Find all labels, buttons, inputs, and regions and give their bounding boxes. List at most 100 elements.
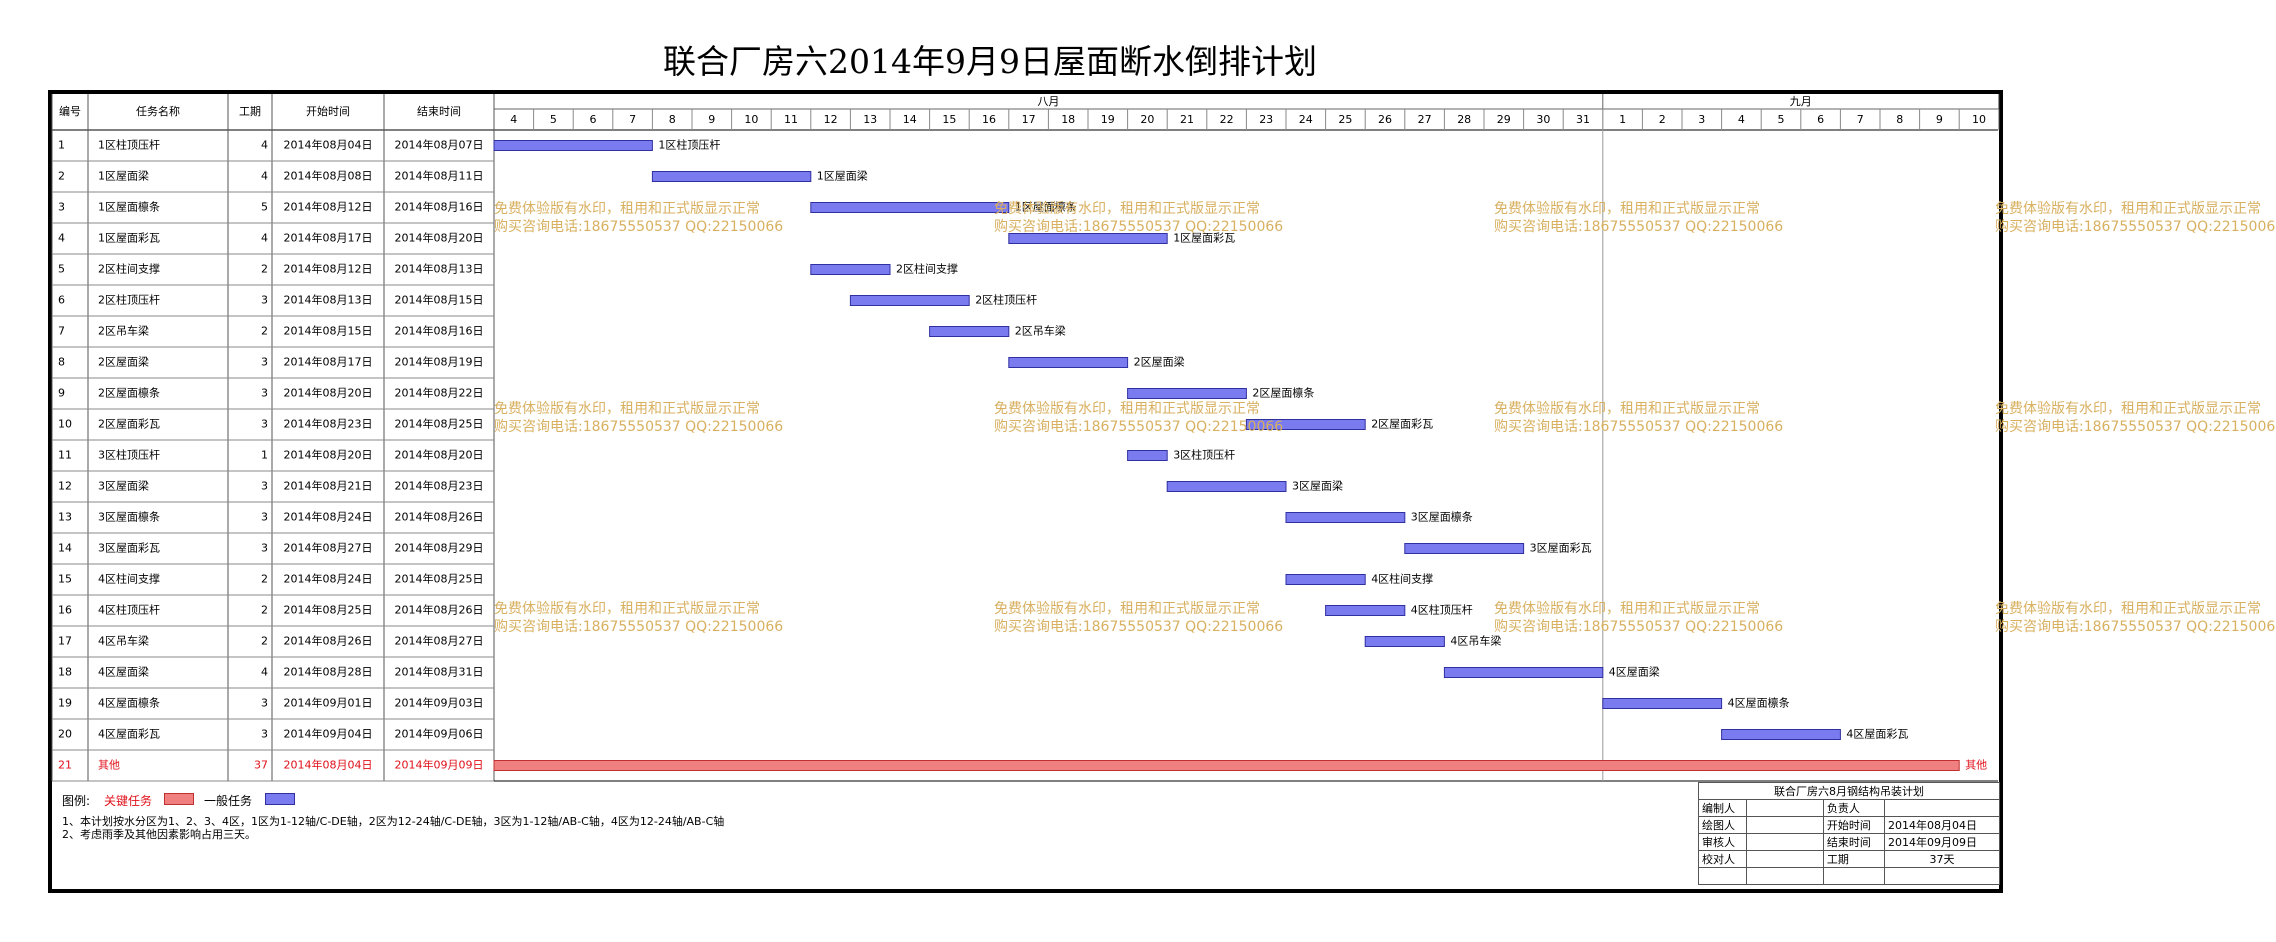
chart-frame bbox=[48, 90, 2003, 893]
bar-label: 2区柱顶压杆 bbox=[975, 293, 1037, 307]
gantt-bar bbox=[1127, 450, 1168, 461]
task-start: 2014年08月04日 bbox=[284, 758, 373, 772]
task-duration: 3 bbox=[261, 728, 268, 741]
bar-label: 4区屋面梁 bbox=[1609, 665, 1660, 679]
legend-label: 图例: bbox=[62, 794, 91, 808]
sig-cell: 编制人 bbox=[1698, 799, 1747, 817]
task-id: 6 bbox=[58, 294, 65, 307]
day-tick-label: 8 bbox=[1896, 113, 1903, 126]
day-tick-label: 2 bbox=[1659, 113, 1666, 126]
gantt-bar bbox=[1285, 512, 1406, 523]
task-id: 11 bbox=[58, 449, 72, 462]
task-start: 2014年08月24日 bbox=[284, 572, 373, 586]
task-end: 2014年08月27日 bbox=[395, 634, 484, 648]
bar-label: 4区屋面彩瓦 bbox=[1846, 728, 1908, 741]
gantt-bar bbox=[1008, 233, 1168, 244]
task-id: 2 bbox=[58, 170, 65, 183]
task-duration: 37 bbox=[254, 759, 268, 772]
column-header: 任务名称 bbox=[136, 104, 180, 118]
task-duration: 4 bbox=[261, 139, 268, 152]
notes: 1、本计划按水分区为1、2、3、4区，1区为1-12轴/C-DE轴，2区为12-… bbox=[62, 815, 724, 841]
sig-cell: 负责人 bbox=[1822, 799, 1885, 817]
task-name: 2区吊车梁 bbox=[98, 324, 149, 338]
task-name: 4区柱间支撑 bbox=[98, 572, 160, 586]
month-label: 九月 bbox=[1790, 95, 1812, 108]
day-tick-label: 1 bbox=[1619, 113, 1626, 126]
task-start: 2014年08月21日 bbox=[284, 479, 373, 493]
day-tick-label: 18 bbox=[1061, 113, 1075, 126]
task-duration: 2 bbox=[261, 573, 268, 586]
watermark-text: 免费体验版有水印，租用和正式版显示正常购买咨询电话:18675550537 QQ… bbox=[994, 201, 1284, 235]
bar-label: 4区柱顶压杆 bbox=[1411, 603, 1473, 617]
task-start: 2014年08月26日 bbox=[284, 634, 373, 648]
bar-label: 其他 bbox=[1965, 759, 1987, 772]
task-end: 2014年08月07日 bbox=[395, 138, 484, 152]
gantt-bar bbox=[810, 202, 1010, 213]
task-end: 2014年08月20日 bbox=[395, 448, 484, 462]
gantt-bar bbox=[849, 295, 970, 306]
task-name: 4区屋面檩条 bbox=[98, 696, 160, 710]
day-tick-label: 27 bbox=[1418, 113, 1432, 126]
task-start: 2014年08月27日 bbox=[284, 541, 373, 555]
day-tick-label: 10 bbox=[1972, 113, 1986, 126]
bar-label: 1区屋面梁 bbox=[817, 169, 868, 183]
sig-cell bbox=[1822, 867, 1885, 885]
task-duration: 4 bbox=[261, 232, 268, 245]
gantt-bar bbox=[929, 326, 1010, 337]
day-tick-label: 25 bbox=[1338, 113, 1352, 126]
signature-table: 联合厂房六8月钢结构吊装计划 编制人 负责人 绘图人 开始时间 2014年08月… bbox=[1698, 782, 2001, 885]
legend-critical-swatch bbox=[164, 793, 194, 805]
day-tick-label: 4 bbox=[1738, 113, 1745, 126]
day-tick-label: 21 bbox=[1180, 113, 1194, 126]
task-end: 2014年08月26日 bbox=[395, 510, 484, 524]
task-duration: 3 bbox=[261, 356, 268, 369]
task-duration: 3 bbox=[261, 480, 268, 493]
column-header: 开始时间 bbox=[306, 104, 350, 118]
task-end: 2014年08月11日 bbox=[395, 169, 484, 183]
day-tick-label: 4 bbox=[510, 113, 517, 126]
task-name: 3区屋面梁 bbox=[98, 479, 149, 493]
task-start: 2014年08月24日 bbox=[284, 510, 373, 524]
note-1: 1、本计划按水分区为1、2、3、4区，1区为1-12轴/C-DE轴，2区为12-… bbox=[62, 815, 725, 828]
bar-label: 4区屋面檩条 bbox=[1728, 696, 1790, 710]
bar-label: 3区屋面檩条 bbox=[1411, 510, 1473, 524]
task-end: 2014年08月16日 bbox=[395, 324, 484, 338]
signature-title: 联合厂房六8月钢结构吊装计划 bbox=[1698, 782, 2000, 800]
bar-label: 4区吊车梁 bbox=[1450, 634, 1501, 648]
watermark-text: 免费体验版有水印，租用和正式版显示正常购买咨询电话:18675550537 QQ… bbox=[1494, 601, 1784, 635]
task-name: 3区柱顶压杆 bbox=[98, 448, 160, 462]
sig-cell bbox=[1745, 833, 1824, 851]
sig-cell: 开始时间 bbox=[1822, 816, 1885, 834]
task-name: 2区柱顶压杆 bbox=[98, 293, 160, 307]
day-tick-label: 16 bbox=[982, 113, 996, 126]
task-duration: 3 bbox=[261, 542, 268, 555]
watermark-text: 免费体验版有水印，租用和正式版显示正常购买咨询电话:18675550537 QQ… bbox=[994, 401, 1284, 435]
bar-label: 2区屋面彩瓦 bbox=[1371, 418, 1433, 431]
task-start: 2014年08月12日 bbox=[284, 200, 373, 214]
task-id: 20 bbox=[58, 728, 72, 741]
task-duration: 3 bbox=[261, 387, 268, 400]
gantt-bar-critical bbox=[493, 760, 1960, 771]
task-id: 8 bbox=[58, 356, 65, 369]
task-end: 2014年08月15日 bbox=[395, 293, 484, 307]
bar-label: 3区柱顶压杆 bbox=[1173, 448, 1235, 462]
task-id: 15 bbox=[58, 573, 72, 586]
sig-cell bbox=[1698, 867, 1747, 885]
gantt-bar bbox=[1325, 605, 1406, 616]
bar-label: 3区屋面彩瓦 bbox=[1530, 542, 1592, 555]
day-tick-label: 30 bbox=[1536, 113, 1550, 126]
watermark-text: 免费体验版有水印，租用和正式版显示正常购买咨询电话:18675550537 QQ… bbox=[1494, 401, 1784, 435]
watermark-text: 免费体验版有水印，租用和正式版显示正常购买咨询电话:18675550537 QQ… bbox=[994, 601, 1284, 635]
bar-label: 2区柱间支撑 bbox=[896, 262, 958, 276]
bar-label: 1区柱顶压杆 bbox=[658, 138, 720, 152]
task-end: 2014年08月25日 bbox=[395, 417, 484, 431]
task-start: 2014年08月25日 bbox=[284, 603, 373, 617]
day-tick-label: 12 bbox=[824, 113, 838, 126]
task-start: 2014年08月17日 bbox=[284, 231, 373, 245]
task-name: 2区屋面檩条 bbox=[98, 386, 160, 400]
task-id: 16 bbox=[58, 604, 72, 617]
sig-cell: 审核人 bbox=[1698, 833, 1747, 851]
sig-cell bbox=[1883, 799, 2001, 817]
column-header: 结束时间 bbox=[417, 105, 461, 118]
task-id: 18 bbox=[58, 666, 72, 679]
